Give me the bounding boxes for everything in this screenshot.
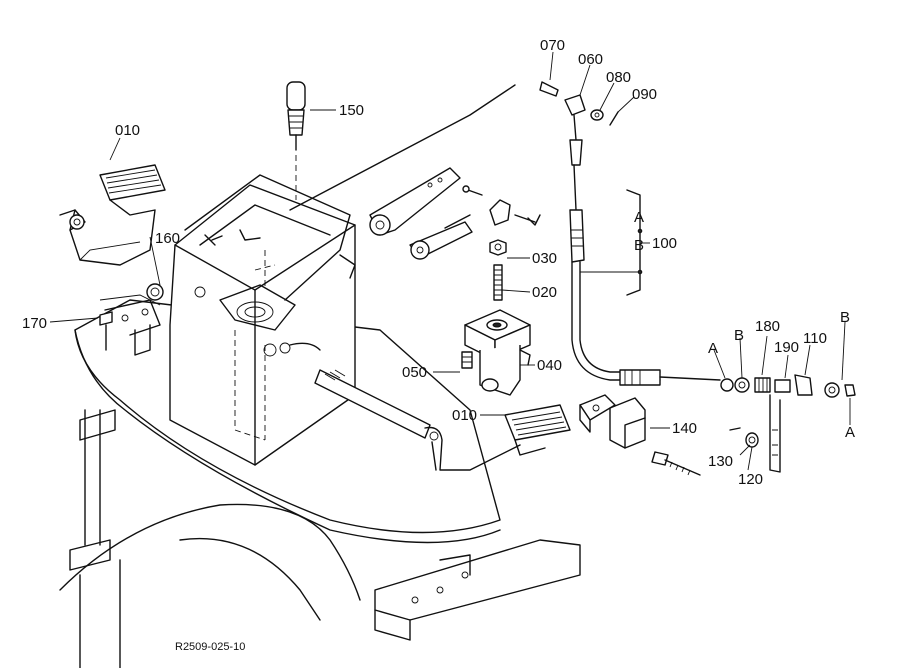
cable-100 [289, 81, 721, 386]
label-ref-b2: B [734, 327, 744, 344]
step-plate [74, 294, 501, 544]
label-150: 150 [339, 102, 364, 119]
label-010-top: 010 [115, 122, 140, 139]
label-130: 130 [708, 453, 733, 470]
bracket-170 [99, 299, 161, 356]
label-120: 120 [738, 471, 763, 488]
label-180: 180 [755, 318, 780, 335]
rod-020 [489, 239, 507, 301]
ref-dot [637, 228, 643, 234]
label-060: 060 [578, 51, 603, 68]
label-080: 080 [606, 69, 631, 86]
label-030: 030 [532, 250, 557, 267]
bushing-160 [146, 283, 164, 301]
cable-anchor-dot [637, 269, 643, 275]
label-ref-a2: A [708, 340, 718, 357]
label-160: 160 [155, 230, 180, 247]
pedal-shaft [314, 369, 571, 471]
label-140: 140 [672, 420, 697, 437]
label-090: 090 [632, 86, 657, 103]
label-110: 110 [803, 330, 827, 347]
label-010-bottom: 010 [452, 407, 477, 424]
left-pedal-assembly [59, 164, 166, 266]
label-ref-a1: A [634, 209, 644, 226]
upper-linkage [369, 167, 541, 260]
label-190: 190 [774, 339, 799, 356]
cable-end-hardware [720, 374, 856, 473]
pedal-housing [169, 174, 356, 466]
label-ref-b3: B [840, 309, 850, 326]
bracket-140 [579, 394, 759, 476]
label-040: 040 [537, 357, 562, 374]
leader-lines [49, 51, 851, 471]
label-ref-b1: B [634, 237, 644, 254]
label-070: 070 [540, 37, 565, 54]
chassis-frame [59, 409, 581, 668]
label-020: 020 [532, 284, 557, 301]
label-ref-a3: A [845, 424, 855, 441]
label-100: 100 [652, 235, 677, 252]
switch-150 [286, 81, 306, 200]
cylinder-040 [461, 309, 531, 396]
label-050: 050 [402, 364, 427, 381]
label-170: 170 [22, 315, 47, 332]
drawing-code: R2509-025-10 [175, 641, 245, 653]
